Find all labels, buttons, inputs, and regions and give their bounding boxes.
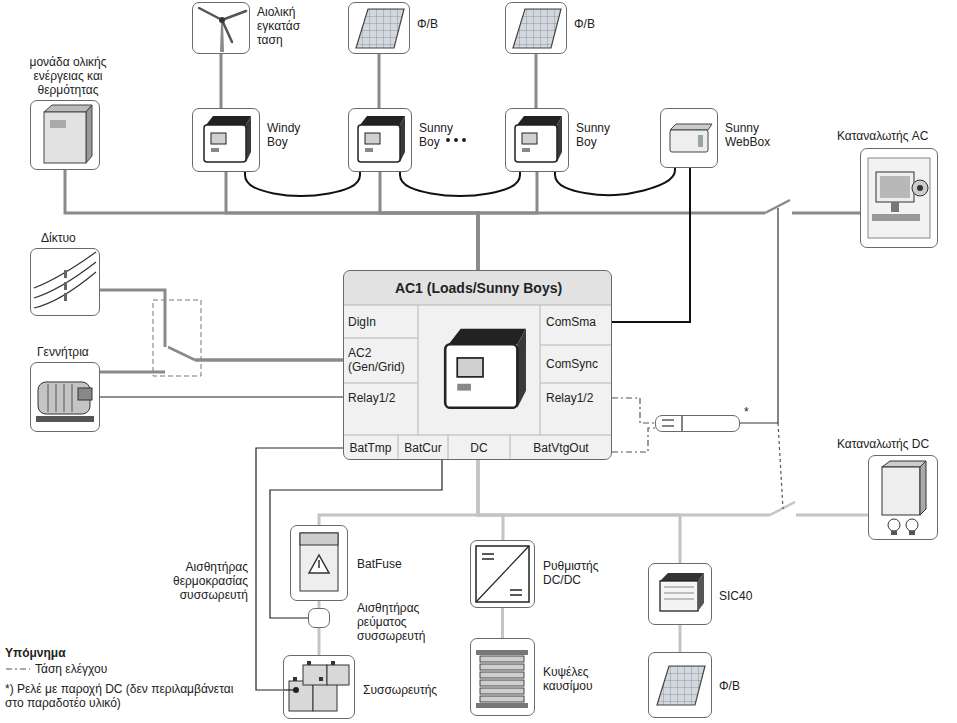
connector <box>501 608 504 638</box>
node-label: Καταναλωτής DC <box>837 437 952 451</box>
dc-dc-converter: Ρυθμιστής DC/DC <box>470 540 535 608</box>
legend-title: Υπόμνημα <box>5 646 125 660</box>
legend-text: Τάση ελέγχου <box>35 662 107 676</box>
connector <box>65 170 478 270</box>
connector <box>245 172 360 196</box>
pin-name: Relay1/2 <box>348 391 414 405</box>
inverter-box: Sunny Boy <box>348 108 412 172</box>
connector <box>100 396 343 397</box>
connector <box>478 460 868 515</box>
webbox: Sunny WebBox <box>660 108 718 168</box>
connector <box>378 54 381 108</box>
node-label: Ρυθμιστής DC/DC <box>543 559 633 587</box>
chp-unit: μονάδα ολικής ενέργειας και θερμότητας <box>30 100 100 170</box>
connector <box>318 601 321 608</box>
connector <box>100 360 343 372</box>
node-label: SIC40 <box>719 589 779 603</box>
connector <box>478 172 537 270</box>
grid: Δίκτυο <box>30 248 100 316</box>
sensor-label: Αισθητήρας θερμοκρασίας συσσωρευτή <box>168 560 248 602</box>
node-label: Windy Boy <box>267 121 313 149</box>
connector <box>478 213 860 270</box>
node-label: Sunny WebBox <box>725 121 785 149</box>
connector <box>478 460 503 540</box>
connector <box>226 172 478 270</box>
node-label: Καταναλωτής AC <box>837 129 952 143</box>
pin-name: DigIn <box>348 315 414 329</box>
connector <box>380 172 478 270</box>
connector <box>270 460 442 618</box>
connector <box>535 54 538 108</box>
dc-relay: * <box>655 415 740 432</box>
battery-fuse: BatFuse <box>290 525 348 601</box>
connector <box>319 460 478 525</box>
pin-name: AC2 (Gen/Grid) <box>348 346 416 374</box>
generator: Γεννήτρια <box>30 362 100 432</box>
pin-name: BatTmp <box>343 441 398 455</box>
node-label: Φ/Β <box>574 17 614 31</box>
node-label: μονάδα ολικής ενέργειας και θερμότητας <box>13 55 123 97</box>
pv-array: Φ/Β <box>505 2 567 54</box>
connector <box>612 168 690 322</box>
connector <box>256 448 343 690</box>
pin-name: DC <box>448 441 510 455</box>
node-label: * <box>744 405 756 419</box>
connector <box>612 398 655 423</box>
pin-name: ComSma <box>546 315 610 329</box>
node-label: Συσσωρευτής <box>363 683 463 697</box>
ac-load: Καταναλωτής AC <box>860 148 938 248</box>
node-label: Φ/Β <box>417 17 457 31</box>
footnote: *) Ρελέ με παροχή DC (δεν περιλαμβάνεται… <box>5 682 245 710</box>
connector <box>220 54 223 108</box>
connector <box>679 625 682 652</box>
connector <box>100 290 343 360</box>
current-sensor: Αισθητήρας ρεύματος συσσωρευτή <box>308 608 330 628</box>
node-label: Αισθητήρας ρεύματος συσσωρευτή <box>357 601 449 643</box>
connector <box>400 172 520 196</box>
node-label: BatFuse <box>357 557 427 571</box>
battery: Συσσωρευτής <box>283 655 355 719</box>
fuel-cell: Κυψέλες καυσίμου <box>470 638 535 716</box>
dc-load: Καταναλωτής DC <box>868 455 938 540</box>
pv-array: Φ/Β <box>348 2 410 54</box>
connector <box>612 428 655 452</box>
charge-controller: SIC40 <box>648 563 712 625</box>
node-label: Αιολική εγκατάσ ταση <box>257 5 319 47</box>
node-label: AC1 (Loads/Sunny Boys) <box>344 280 613 296</box>
inverter-box: Windy Boy <box>192 108 260 172</box>
pin-name: Relay1/2 <box>546 391 610 405</box>
node-label: Sunny Boy <box>419 121 465 149</box>
connector <box>555 168 675 195</box>
inverter-box: Sunny Boy <box>505 108 569 172</box>
node-label: Δίκτυο <box>41 231 111 245</box>
legend-line-sample <box>5 662 31 676</box>
pin-name: BatCur <box>398 441 448 455</box>
wind-turbine: Αιολική εγκατάσ ταση <box>192 2 250 54</box>
connector <box>318 628 321 655</box>
node-label: Φ/Β <box>719 679 759 693</box>
pv-array: Φ/Β <box>648 652 712 718</box>
connector <box>478 460 680 563</box>
node-label: Γεννήτρια <box>37 345 127 359</box>
node-label: Κυψέλες καυσίμου <box>543 665 633 693</box>
legend-row: Τάση ελέγχου <box>5 662 245 678</box>
pin-name: BatVtgOut <box>510 441 612 455</box>
pin-name: ComSync <box>546 357 610 371</box>
node-label: Sunny Boy <box>576 121 622 149</box>
